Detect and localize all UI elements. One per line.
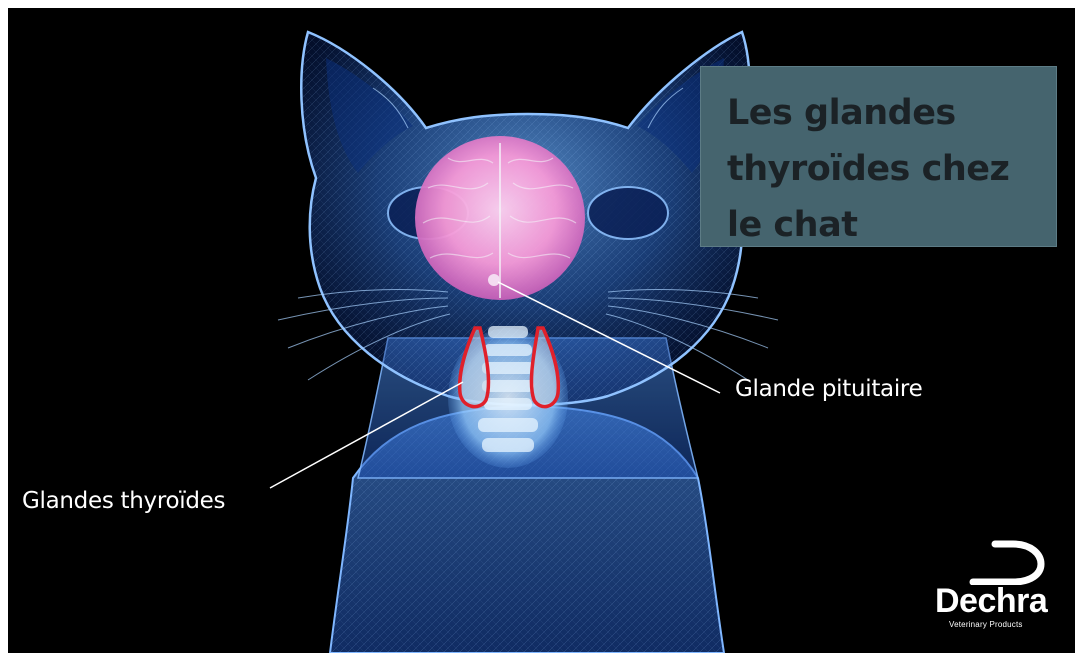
dechra-logo: Dechra Veterinary Products — [933, 540, 1063, 635]
slide: Les glandes thyroïdes chez le chat Gland… — [8, 8, 1075, 653]
logo-brand: Dechra — [935, 582, 1047, 621]
dechra-mark-icon — [933, 540, 1063, 585]
pituitary-label: Glande pituitaire — [735, 376, 922, 402]
thyroid-label: Glandes thyroïdes — [22, 488, 225, 514]
logo-tagline: Veterinary Products — [949, 620, 1023, 629]
page-title: Les glandes thyroïdes chez le chat — [727, 85, 1036, 253]
brain — [415, 136, 585, 300]
title-box: Les glandes thyroïdes chez le chat — [700, 66, 1057, 247]
